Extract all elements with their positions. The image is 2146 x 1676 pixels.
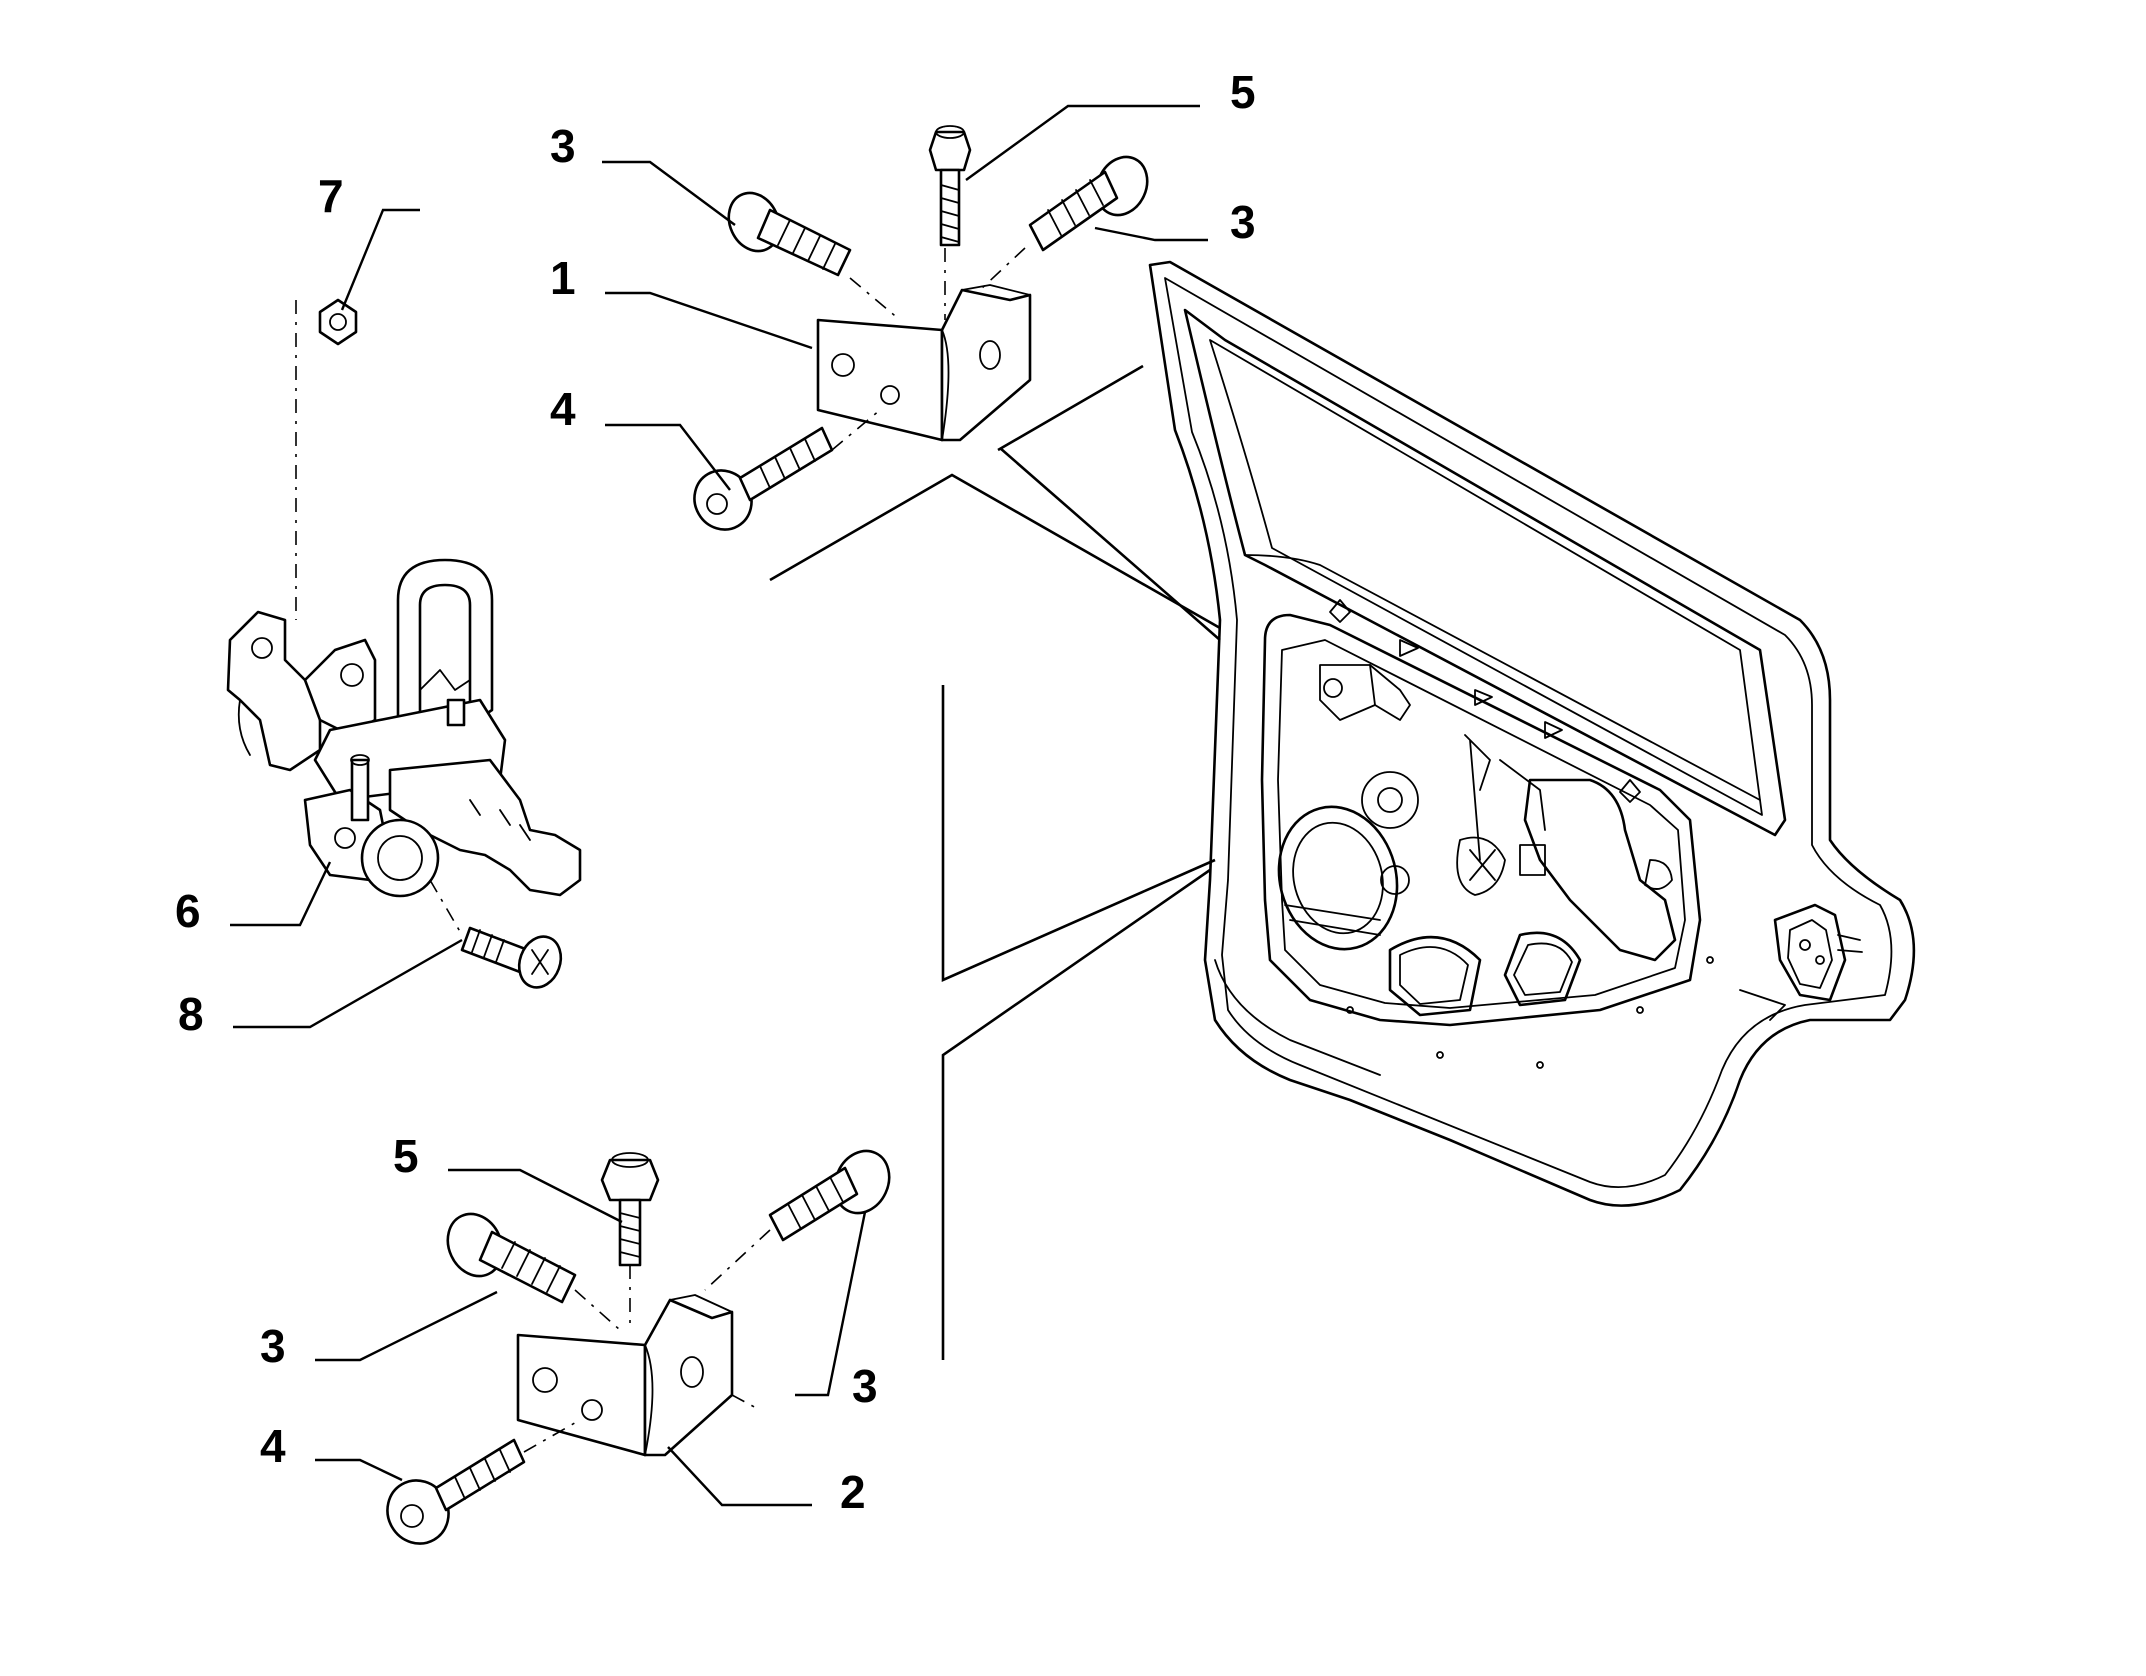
callout-5: 5 <box>393 1130 419 1182</box>
callout-5: 5 <box>1230 66 1256 118</box>
bolt-8 <box>460 926 563 989</box>
callout-8: 8 <box>178 988 204 1040</box>
bolt-5-lower <box>600 1152 660 1267</box>
bolt-3-upper-left <box>727 191 852 277</box>
callout-3: 3 <box>550 120 576 172</box>
upper-hinge-group <box>693 125 1149 531</box>
callout-3: 3 <box>852 1360 878 1412</box>
lower-hinge-group <box>386 1149 891 1545</box>
callout-4: 4 <box>260 1420 286 1472</box>
callout-4: 4 <box>550 383 576 435</box>
callout-3: 3 <box>1230 196 1256 248</box>
rear-door <box>1148 260 1916 1207</box>
bolt-4-lower <box>386 1438 526 1545</box>
explosion-lines <box>769 364 1221 1360</box>
lower-hinge-bracket <box>516 1294 734 1457</box>
bolt-5-upper <box>928 125 972 247</box>
callout-3: 3 <box>260 1320 286 1372</box>
callout-1: 1 <box>550 252 576 304</box>
leader-lines <box>230 104 1208 1507</box>
upper-hinge-bracket <box>816 284 1032 442</box>
door-check-strap <box>226 558 582 898</box>
bolt-8-axis <box>429 879 463 936</box>
callout-labels: 3 5 3 7 1 4 6 8 5 3 3 4 2 <box>175 66 1256 1518</box>
callout-6: 6 <box>175 885 201 937</box>
bolt-4-upper <box>693 426 834 531</box>
callout-2: 2 <box>840 1466 866 1518</box>
bolt-3-lower-left <box>446 1212 577 1304</box>
bolt-3-lower-right <box>768 1149 891 1242</box>
bolt-3-upper-right <box>1028 155 1149 252</box>
callout-7: 7 <box>318 170 344 222</box>
nut-7 <box>318 298 358 346</box>
